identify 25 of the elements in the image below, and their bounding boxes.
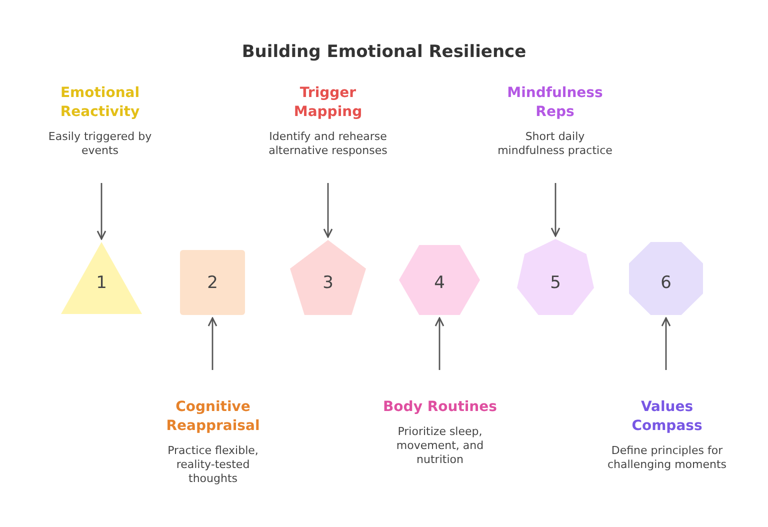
step-number: 6 [660, 272, 672, 294]
step-number: 1 [96, 272, 107, 294]
step-description: Define principles for challenging moments [606, 444, 728, 472]
arrow [434, 317, 444, 370]
step-description: Short daily mindfulness practice [496, 130, 614, 158]
step-heading: Emotional Reactivity [59, 84, 141, 122]
arrow [550, 183, 560, 237]
step-description: Prioritize sleep, movement, and nutrition [395, 425, 485, 467]
step-heading: Cognitive Reappraisal [165, 398, 261, 436]
arrow [96, 183, 106, 240]
step-heading: Body Routines [382, 398, 498, 417]
arrow [323, 183, 333, 238]
arrow [661, 317, 671, 370]
step-number: 3 [322, 272, 334, 294]
step-description: Practice flexible, reality-tested thoughts [166, 444, 260, 486]
step-description: Identify and rehearse alternative responses [268, 130, 388, 158]
step-number: 4 [434, 272, 445, 294]
step-heading: Trigger Mapping [292, 84, 364, 122]
step-description: Easily triggered by events [47, 130, 153, 158]
step-number: 5 [550, 272, 561, 294]
step-heading: Values Compass [630, 398, 704, 436]
arrow [208, 317, 218, 370]
step-number: 2 [207, 272, 218, 294]
diagram-title: Building Emotional Resilience [242, 41, 526, 63]
step-heading: Mindfulness Reps [506, 84, 604, 122]
